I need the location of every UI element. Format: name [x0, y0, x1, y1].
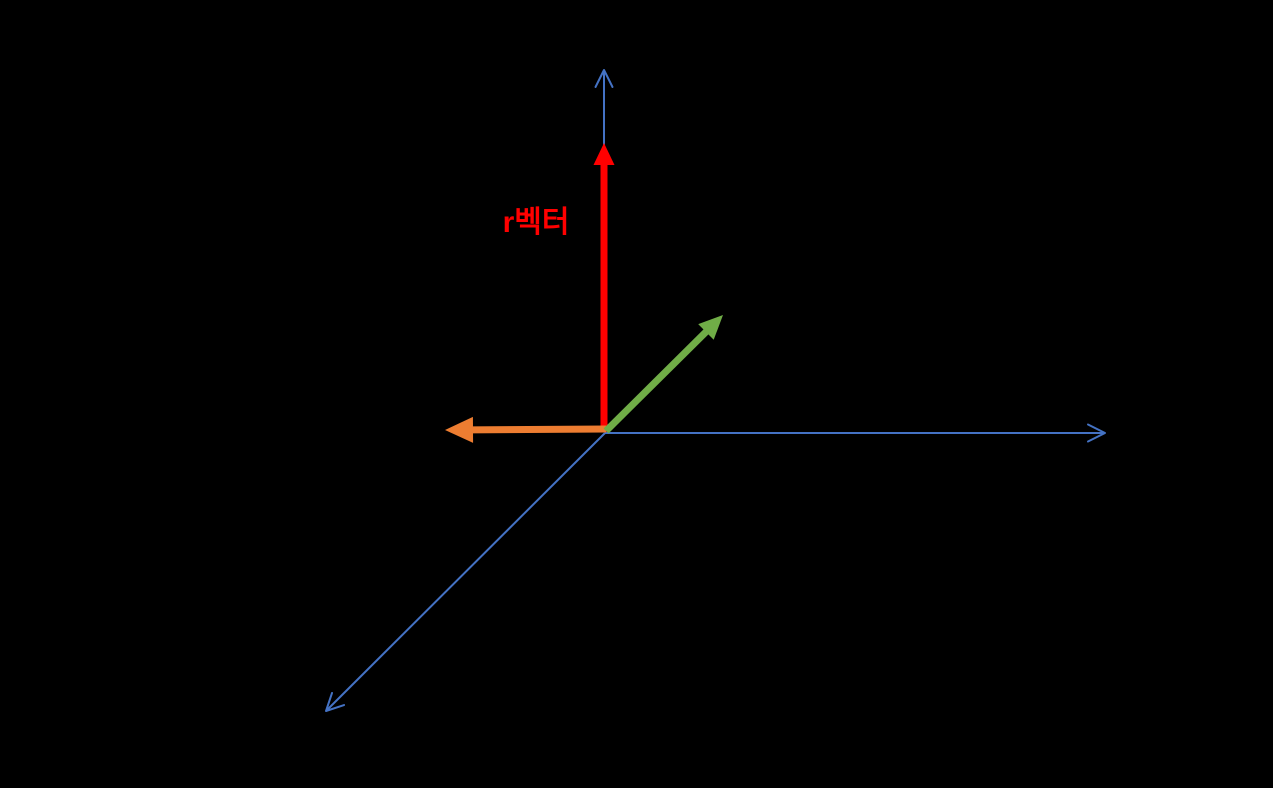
r-vector-arrowhead: [593, 143, 615, 165]
left-vector-line: [470, 425, 607, 434]
axes-group: [325, 69, 1106, 712]
r-vector-label: r벡터: [503, 206, 570, 239]
diagonal-axis-line: [325, 432, 606, 712]
horizontal-axis-arrowhead: [1087, 423, 1106, 443]
up-right-vector-arrowhead: [698, 315, 723, 340]
diagonal-axis-arrowhead: [325, 691, 346, 712]
up-right-vector-line: [603, 328, 710, 434]
vertical-axis-arrowhead: [594, 69, 614, 88]
left-vector-arrowhead: [445, 416, 474, 443]
vectors-group: [445, 143, 723, 443]
